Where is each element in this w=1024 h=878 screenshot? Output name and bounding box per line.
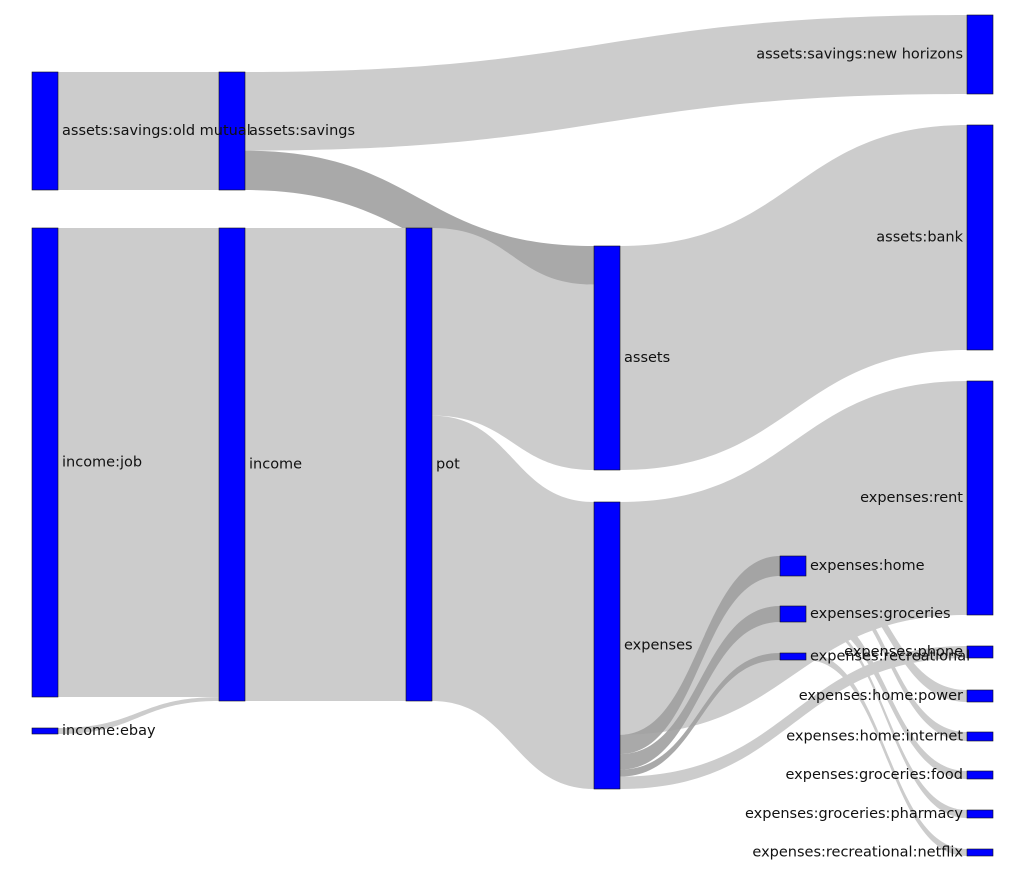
sankey-labels: assets:savings:old mutual income:job incom… <box>62 47 970 861</box>
node-label-savings: assets:savings <box>249 123 355 139</box>
link-groceries-to-food <box>806 606 967 779</box>
sankey-links <box>58 15 967 856</box>
link-home-to-power <box>806 556 967 702</box>
node-new_horizons <box>966 14 994 95</box>
node-label-internet: expenses:home:internet <box>786 729 963 745</box>
link-job-to-income <box>58 228 219 698</box>
link-pot-to-expenses <box>432 415 594 789</box>
node-label-ebay: income:ebay <box>62 723 156 739</box>
node-bank <box>966 124 994 351</box>
link-old_mutual-to-savings <box>58 72 219 190</box>
node-label-recreational: expenses:recreational <box>810 649 970 665</box>
node-recreational <box>779 652 807 661</box>
link-expenses-to-home <box>620 556 780 755</box>
node-ebay <box>31 727 59 735</box>
node-old_mutual <box>31 71 59 191</box>
link-income-to-pot <box>245 228 406 701</box>
node-food <box>966 770 994 780</box>
node-label-rent: expenses:rent <box>860 490 963 506</box>
node-savings <box>218 71 246 191</box>
node-label-pharmacy: expenses:groceries:pharmacy <box>745 806 963 822</box>
node-job <box>31 227 59 698</box>
node-rent <box>966 380 994 616</box>
link-savings-to-new_horizons <box>245 15 967 151</box>
node-label-phone: expenses:phone <box>844 644 963 660</box>
node-label-home: expenses:home <box>810 558 925 574</box>
node-expenses <box>593 501 621 790</box>
link-pot-to-assets <box>432 228 594 470</box>
node-home <box>779 555 807 577</box>
node-internet <box>966 731 994 742</box>
node-pot <box>405 227 433 702</box>
node-label-pot: pot <box>436 457 460 473</box>
sankey-nodes <box>31 14 994 857</box>
node-power <box>966 689 994 703</box>
link-expenses-to-recreational <box>620 653 780 777</box>
node-label-assets: assets <box>624 350 670 366</box>
node-assets <box>593 245 621 471</box>
node-label-food: expenses:groceries:food <box>786 767 964 783</box>
node-label-new_horizons: assets:savings:new horizons <box>756 47 963 63</box>
node-pharmacy <box>966 809 994 819</box>
link-expenses-to-phone <box>620 646 967 789</box>
node-phone <box>966 645 994 659</box>
node-label-income: income <box>249 457 302 473</box>
node-groceries <box>779 605 807 623</box>
link-home-to-internet <box>806 568 967 741</box>
node-label-bank: assets:bank <box>876 230 963 246</box>
node-label-groceries: expenses:groceries <box>810 606 951 622</box>
link-assets-to-bank <box>620 125 967 470</box>
link-ebay-to-income <box>58 697 219 734</box>
link-savings-to-assets <box>245 150 594 285</box>
link-groceries-to-pharmacy <box>806 618 967 818</box>
node-label-netflix: expenses:recreational:netflix <box>752 845 963 861</box>
link-expenses-to-groceries <box>620 606 780 770</box>
link-recreational-to-netflix <box>806 653 967 856</box>
node-netflix <box>966 848 994 857</box>
node-label-old_mutual: assets:savings:old mutual <box>62 123 251 139</box>
node-label-expenses: expenses <box>624 638 693 654</box>
node-income <box>218 227 246 702</box>
node-label-power: expenses:home:power <box>799 688 963 704</box>
node-label-job: income:job <box>62 455 142 471</box>
